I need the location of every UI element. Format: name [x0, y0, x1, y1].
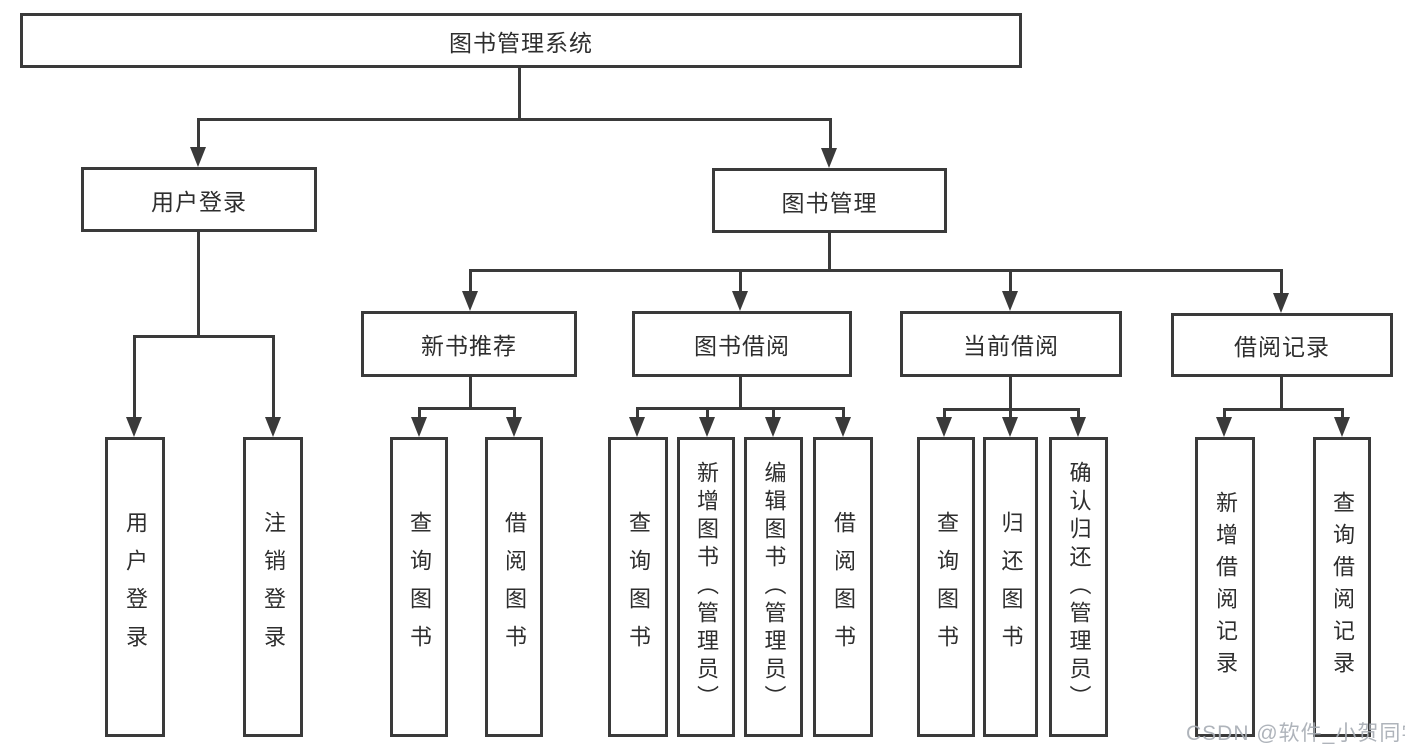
arrowhead-leaf-logout [265, 417, 281, 437]
node-user-login: 用户登录 [81, 167, 317, 232]
connector-borrow-records-down [1280, 377, 1283, 408]
arrowhead-leaf-borrow1 [506, 417, 522, 437]
connector-leaf-borrow2-stem [842, 407, 845, 419]
connector-user-login-bar [133, 335, 275, 338]
connector-current-borrow-down [1009, 377, 1012, 408]
connector-book-borrow-down [739, 377, 742, 407]
connector-book-management-bar [469, 269, 1282, 272]
connector-leaf-borrow1-stem [513, 407, 516, 419]
connector-book-borrow-bar [636, 407, 844, 410]
arrowhead-leaf-query1 [411, 417, 427, 437]
leaf-logout: 注销登录 [243, 437, 303, 737]
arrowhead-leaf-add-record [1216, 417, 1232, 437]
connector-current-borrow-stem [1009, 269, 1012, 293]
node-new-book-recommend: 新书推荐 [361, 311, 577, 377]
leaf-edit-book-admin-label: 编辑图书（管理员） [761, 461, 787, 713]
connector-leaf-query2-stem [636, 407, 639, 419]
leaf-query-book-1-label: 查询图书 [407, 511, 432, 663]
arrowhead-leaf-query3 [936, 417, 952, 437]
leaf-add-book-admin: 新增图书（管理员） [677, 437, 735, 737]
arrowhead-leaf-confirm [1070, 417, 1086, 437]
node-book-borrow: 图书借阅 [632, 311, 852, 377]
arrowhead-leaf-borrow2 [835, 417, 851, 437]
leaf-borrow-book-1: 借阅图书 [485, 437, 543, 737]
connector-leaf-confirm-stem [1077, 408, 1080, 419]
arrowhead-leaf-user-login [126, 417, 142, 437]
arrowhead-new-book [462, 291, 478, 311]
connector-leaf-add-record-stem [1223, 408, 1226, 419]
arrowhead-user-login [190, 147, 206, 167]
leaf-query-book-2-label: 查询图书 [626, 511, 651, 663]
arrowhead-leaf-edit-book [765, 417, 781, 437]
arrowhead-book-management [821, 148, 837, 168]
node-current-borrow: 当前借阅 [900, 311, 1122, 377]
connector-new-book-bar [418, 407, 515, 410]
leaf-return-book-label: 归还图书 [998, 511, 1024, 663]
connector-leaf-logout-stem [272, 335, 275, 419]
connector-borrow-records-stem [1280, 269, 1283, 295]
arrowhead-current-borrow [1002, 291, 1018, 311]
leaf-edit-book-admin: 编辑图书（管理员） [744, 437, 803, 737]
arrowhead-leaf-query2 [629, 417, 645, 437]
connector-book-management-down [828, 233, 831, 269]
leaf-add-borrow-record-label: 新增借阅记录 [1213, 491, 1238, 683]
leaf-query-book-2: 查询图书 [608, 437, 668, 737]
leaf-query-book-3: 查询图书 [917, 437, 975, 737]
arrowhead-leaf-add-book [699, 417, 715, 437]
arrowhead-borrow-records [1273, 293, 1289, 313]
leaf-confirm-return-admin-label: 确认归还（管理员） [1066, 461, 1092, 713]
csdn-watermark: CSDN @软件_小贺同学 [1186, 722, 1405, 745]
leaf-add-book-admin-label: 新增图书（管理员） [694, 461, 719, 713]
connector-new-book-down [469, 377, 472, 407]
leaf-query-borrow-record: 查询借阅记录 [1313, 437, 1371, 737]
leaf-user-login: 用户登录 [105, 437, 165, 737]
leaf-query-book-1: 查询图书 [390, 437, 448, 737]
node-user-login-label: 用户登录 [151, 188, 247, 215]
leaf-borrow-book-1-label: 借阅图书 [502, 511, 527, 663]
leaf-confirm-return-admin: 确认归还（管理员） [1049, 437, 1108, 737]
leaf-user-login-label: 用户登录 [123, 511, 148, 663]
node-new-book-recommend-label: 新书推荐 [421, 333, 517, 359]
connector-user-login-stem [197, 118, 200, 149]
connector-borrow-records-bar [1223, 408, 1343, 411]
node-book-management-label: 图书管理 [781, 189, 878, 216]
node-book-management: 图书管理 [712, 168, 947, 233]
node-root: 图书管理系统 [20, 13, 1022, 68]
connector-leaf-user-login-stem [133, 335, 136, 419]
connector-user-login-down [197, 232, 200, 335]
node-current-borrow-label: 当前借阅 [963, 333, 1059, 359]
node-book-borrow-label: 图书借阅 [694, 333, 790, 359]
connector-leaf-query1-stem [418, 407, 421, 419]
connector-book-borrow-stem [739, 269, 742, 293]
connector-leaf-add-book-stem [706, 407, 709, 419]
connector-leaf-query3-stem [943, 408, 946, 419]
leaf-query-book-3-label: 查询图书 [934, 511, 959, 663]
leaf-logout-label: 注销登录 [261, 511, 286, 663]
connector-leaf-query-record-stem [1341, 408, 1344, 419]
leaf-return-book: 归还图书 [983, 437, 1038, 737]
node-borrow-records: 借阅记录 [1171, 313, 1393, 377]
leaf-borrow-book-2-label: 借阅图书 [831, 511, 856, 663]
connector-book-management-stem [829, 118, 832, 150]
node-borrow-records-label: 借阅记录 [1234, 334, 1330, 360]
connector-root-bar [197, 118, 831, 121]
connector-root-stem [518, 68, 521, 118]
arrowhead-leaf-query-record [1334, 417, 1350, 437]
connector-new-book-stem [469, 269, 472, 293]
leaf-query-borrow-record-label: 查询借阅记录 [1330, 491, 1355, 683]
connector-leaf-return-stem [1009, 408, 1012, 419]
leaf-add-borrow-record: 新增借阅记录 [1195, 437, 1255, 737]
arrowhead-book-borrow [732, 291, 748, 311]
leaf-borrow-book-2: 借阅图书 [813, 437, 873, 737]
arrowhead-leaf-return [1002, 417, 1018, 437]
connector-leaf-edit-book-stem [772, 407, 775, 419]
node-root-label: 图书管理系统 [449, 29, 593, 56]
